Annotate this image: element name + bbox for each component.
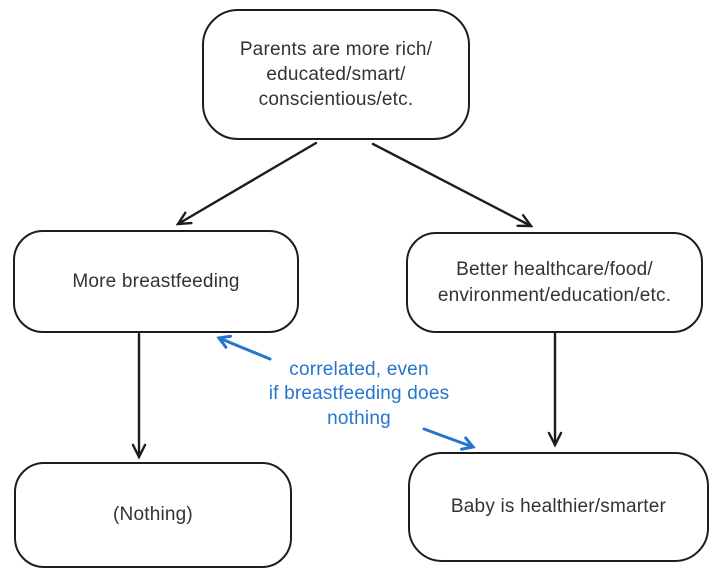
node-parents: Parents are more rich/ educated/smart/ c… [202, 9, 470, 140]
edge-annotation-to-baby [422, 427, 476, 451]
node-nothing: (Nothing) [14, 462, 292, 568]
node-parents-label: Parents are more rich/ educated/smart/ c… [239, 38, 433, 111]
node-more-breastfeeding-label: More breastfeeding [72, 270, 240, 292]
node-baby-healthier: Baby is healthier/smarter [408, 452, 709, 562]
edge-parents-to-breastfeeding [175, 141, 318, 226]
node-nothing-label: (Nothing) [113, 504, 193, 526]
edge-annotation-to-breastfeeding [216, 334, 272, 361]
edge-parents-to-healthcare [371, 142, 534, 228]
node-better-healthcare: Better healthcare/food/ environment/educ… [406, 232, 703, 333]
node-baby-healthier-label: Baby is healthier/smarter [450, 496, 667, 518]
node-more-breastfeeding: More breastfeeding [13, 230, 299, 333]
node-better-healthcare-label: Better healthcare/food/ environment/educ… [437, 259, 672, 306]
annotation-correlated-note: correlated, even if breastfeeding does n… [268, 359, 450, 429]
